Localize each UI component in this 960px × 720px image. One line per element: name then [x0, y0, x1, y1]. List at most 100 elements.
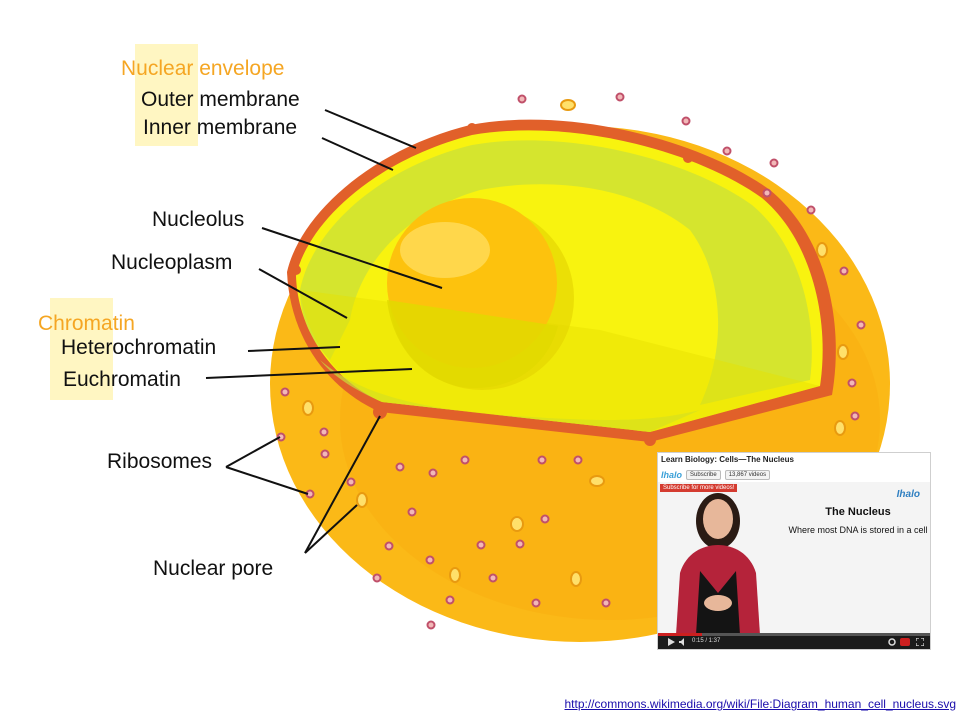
video-controls[interactable]: 0:15 / 1:37 — [658, 633, 930, 649]
ribosome — [601, 598, 611, 608]
ribosome — [372, 573, 382, 583]
ribosome — [276, 432, 286, 442]
leader-inner-membrane — [321, 137, 394, 171]
leader-euchromatin — [205, 368, 413, 379]
ribosome — [573, 455, 583, 465]
leader-nucleoplasm — [258, 268, 348, 319]
video-title: Learn Biology: Cells—The Nucleus — [661, 455, 794, 464]
subscribe-prompt[interactable]: Subscribe for more videos! — [660, 484, 738, 492]
video-progress[interactable] — [658, 633, 930, 636]
ribosome — [722, 146, 732, 156]
video-channel-bar: Ihalo Subscribe 13,867 videos — [658, 467, 930, 482]
label-euchromatin: Euchromatin — [63, 368, 181, 391]
leader-nuclear-pore-2 — [304, 504, 358, 554]
leader-outer-membrane — [324, 109, 417, 149]
ribosome — [395, 462, 405, 472]
leader-heterochromatin — [247, 346, 341, 352]
ribosome — [762, 188, 772, 198]
subscribe-button[interactable]: Subscribe — [686, 469, 721, 480]
label-inner-membrane: Inner membrane — [143, 116, 297, 139]
volume-icon[interactable] — [678, 637, 688, 647]
ribosome — [320, 449, 330, 459]
ribosome — [319, 427, 329, 437]
label-nucleoplasm: Nucleoplasm — [111, 251, 232, 274]
ribosome — [847, 378, 857, 388]
leader-ribosomes-2 — [225, 466, 309, 495]
video-player[interactable]: Learn Biology: Cells—The Nucleus Ihalo S… — [657, 452, 931, 650]
ribosome — [428, 468, 438, 478]
ribosome — [839, 266, 849, 276]
leader-nuclear-pore-1 — [304, 415, 381, 554]
ribosome — [856, 320, 866, 330]
nucleolus-cut — [387, 300, 558, 388]
label-ribosomes: Ribosomes — [107, 450, 212, 473]
ribosome — [384, 541, 394, 551]
pore-oval — [837, 344, 849, 360]
nuclear-pore — [644, 434, 656, 446]
ribosome — [517, 94, 527, 104]
fullscreen-icon[interactable] — [916, 638, 924, 646]
chromatin-highlight — [50, 298, 113, 400]
ribosome — [515, 539, 525, 549]
label-heterochromatin: Heterochromatin — [61, 336, 216, 359]
nucleolus-highlight — [400, 222, 490, 278]
label-nuclear-pore: Nuclear pore — [153, 557, 273, 580]
pore-oval — [816, 242, 828, 258]
video-subheading: Where most DNA is stored in a cell — [788, 525, 928, 535]
source-link[interactable]: http://commons.wikimedia.org/wiki/File:D… — [564, 697, 957, 711]
nuclear-pore — [373, 405, 387, 419]
label-outer-membrane: Outer membrane — [141, 88, 300, 111]
pore-oval — [449, 567, 461, 583]
ribosome — [476, 540, 486, 550]
ribosome — [537, 455, 547, 465]
pore-ovals — [302, 99, 849, 587]
ribosome — [769, 158, 779, 168]
pore-oval — [510, 516, 524, 532]
video-heading: The Nucleus — [825, 506, 891, 518]
ribosome — [407, 507, 417, 517]
nuclear-pore — [291, 265, 301, 275]
presenter-face — [703, 499, 733, 539]
video-progress-fill — [658, 633, 702, 636]
pore-oval — [570, 571, 582, 587]
ribosome — [280, 387, 290, 397]
ribosomes — [276, 92, 866, 630]
pore-oval — [834, 420, 846, 436]
pore-oval — [589, 475, 605, 487]
lower-chromatin — [320, 360, 700, 432]
video-scene — [658, 482, 930, 635]
pore-oval — [302, 400, 314, 416]
presenter-hands — [704, 595, 732, 611]
video-count: 13,867 videos — [724, 469, 771, 480]
ribosome — [531, 598, 541, 608]
pore-oval — [560, 99, 576, 111]
nuclear-pore — [467, 123, 477, 133]
label-chromatin: Chromatin — [38, 312, 135, 335]
chromatin-texture — [300, 140, 812, 405]
ribosome — [540, 514, 550, 524]
ribosome — [488, 573, 498, 583]
youtube-icon[interactable] — [900, 638, 910, 646]
ribosome — [681, 116, 691, 126]
ribosome — [615, 92, 625, 102]
ribosome — [806, 205, 816, 215]
channel-logo[interactable]: Ihalo — [661, 469, 683, 480]
leader-nucleolus — [261, 227, 443, 289]
ribosome — [850, 411, 860, 421]
envelope-highlight — [135, 44, 198, 146]
play-icon[interactable] — [666, 637, 676, 647]
ribosome — [445, 595, 455, 605]
settings-icon[interactable] — [888, 638, 896, 646]
ribosome — [426, 620, 436, 630]
presenter-body — [676, 545, 760, 635]
nuclear-pore — [683, 153, 693, 163]
video-time: 0:15 / 1:37 — [692, 638, 721, 644]
ribosome — [425, 555, 435, 565]
label-nucleolus: Nucleolus — [152, 208, 244, 231]
label-nuclear-envelope: Nuclear envelope — [121, 57, 284, 80]
pore-oval — [356, 492, 368, 508]
ribosome — [460, 455, 470, 465]
leader-ribosomes-1 — [225, 436, 281, 468]
ribosome — [346, 477, 356, 487]
